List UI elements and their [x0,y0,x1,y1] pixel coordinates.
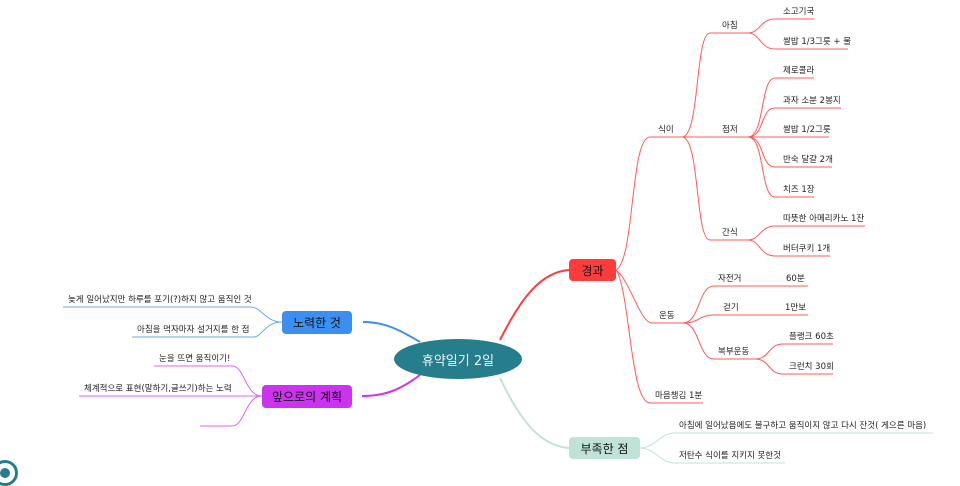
central-topic[interactable]: 휴약일기 2일 [394,339,522,379]
topic-lacking[interactable]: 부족한 점 [569,437,640,459]
node-walk-value[interactable]: 1만보 [785,303,807,313]
node-lacking-item[interactable]: 아침에 일어났음에도 불구하고 움직이지 않고 다시 잔것( 게으른 마음) [679,421,927,431]
node-bike-value[interactable]: 60분 [786,274,805,284]
node-snack[interactable]: 간식 [722,228,738,238]
node-mindfulness[interactable]: 마음챙김 1분 [655,391,703,401]
node-item[interactable]: 쌀밥 1/2그릇 [783,125,831,135]
node-exercise[interactable]: 운동 [659,311,675,321]
topic-effort[interactable]: 노력한 것 [282,311,352,334]
topic-effort-label: 노력한 것 [293,316,341,330]
node-item[interactable]: 플랭크 60초 [789,332,834,342]
node-morning[interactable]: 아침 [722,21,738,31]
node-bike[interactable]: 자전거 [718,274,742,284]
node-effort-item[interactable]: 아침을 먹자마자 설거지를 한 점 [137,325,250,335]
node-effort-item[interactable]: 늦게 일어났지만 하루를 포기(?)하지 않고 움직인 것 [68,295,252,305]
node-item[interactable]: 소고기국 [783,7,815,17]
node-lacking-item[interactable]: 저탄수 식이를 지키지 못한것 [679,451,781,461]
node-plan-item[interactable]: 눈을 뜨면 움직이기! [159,354,231,364]
topic-lacking-label: 부족한 점 [580,441,629,456]
topic-result[interactable]: 경과 [569,259,616,281]
node-item[interactable]: 과자 소분 2봉지 [783,96,841,106]
node-plan-item[interactable]: 체계적으로 표현(말하기,글쓰기)하는 노력 [84,384,232,394]
node-item[interactable]: 치즈 1장 [783,185,815,195]
node-item[interactable]: 쌀밥 1/3그릇 + 물 [783,37,852,47]
node-walk[interactable]: 걷기 [723,303,739,313]
topic-result-label: 경과 [581,263,604,278]
topic-plan-label: 앞으로의 계획 [271,390,343,404]
node-item[interactable]: 크런치 30회 [789,362,834,372]
node-diet[interactable]: 식이 [658,125,674,135]
node-abs[interactable]: 복부운동 [718,347,750,357]
topic-plan[interactable]: 앞으로의 계획 [262,385,352,408]
central-topic-label: 휴약일기 2일 [421,353,495,369]
node-item[interactable]: 반숙 달걀 2개 [783,155,833,165]
node-item[interactable]: 제로콜라 [783,66,815,76]
node-lunch[interactable]: 점저 [722,125,738,135]
node-item[interactable]: 버터쿠키 1개 [783,244,831,254]
node-item[interactable]: 따뜻한 아메리카노 1잔 [783,214,865,224]
